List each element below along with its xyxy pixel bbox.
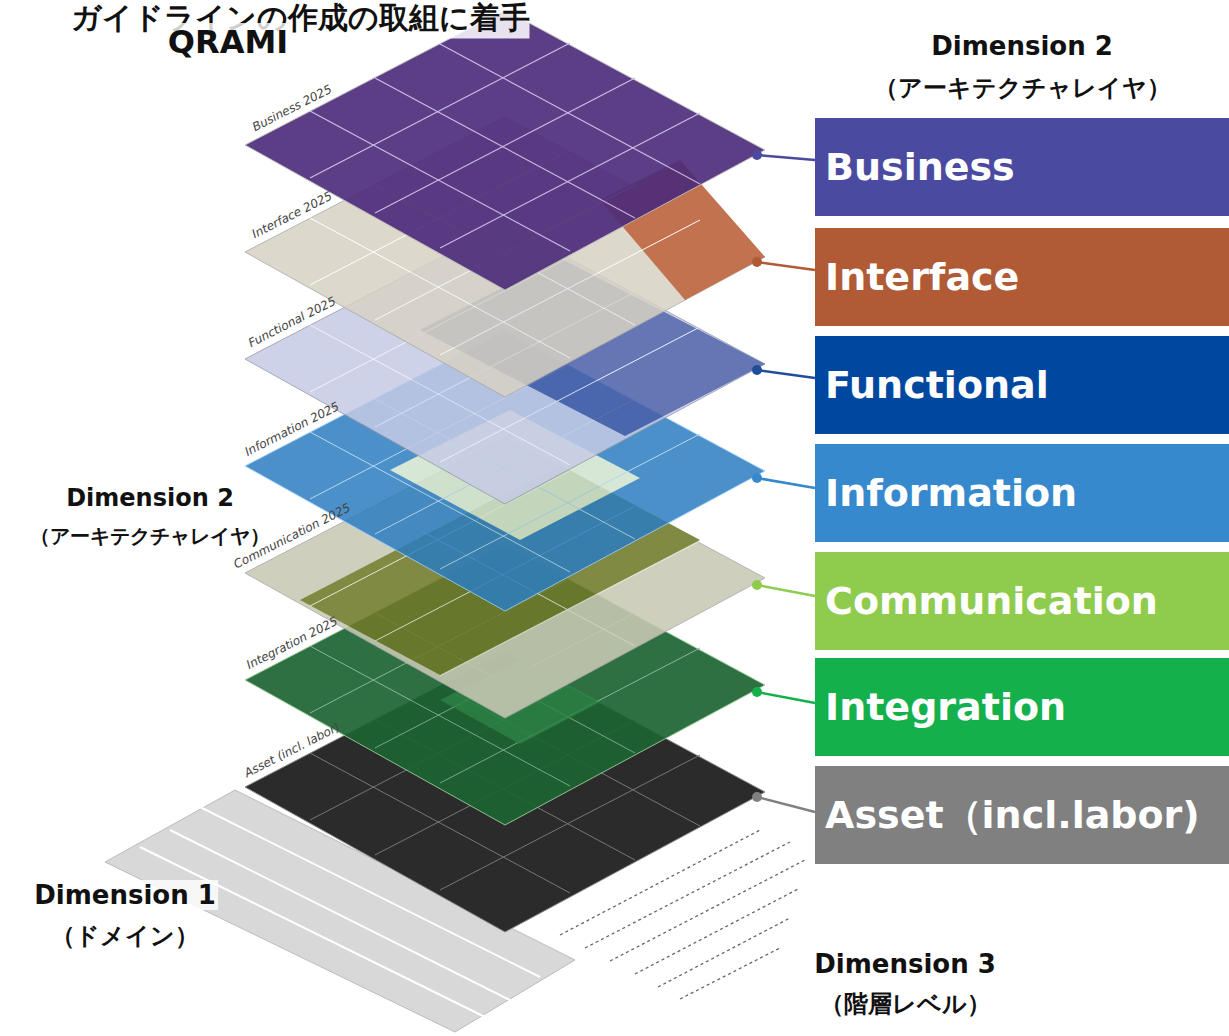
- dimension-subheading: （アーキテクチャレイヤ）: [872, 72, 1173, 104]
- layer-name: Communication: [825, 579, 1158, 623]
- subtitle: QRAMI: [166, 23, 290, 61]
- page-title: ガイドラインの作成の取組に着手: [71, 0, 530, 39]
- leader-lines: [752, 150, 815, 812]
- layer-name: Information: [825, 471, 1077, 515]
- layer-name: Interface: [825, 255, 1019, 299]
- layer-box: Information: [815, 444, 1229, 542]
- layer-box: Communication: [815, 552, 1229, 650]
- layer-name: Business: [825, 145, 1015, 189]
- layer-box: Asset（incl.labor): [815, 766, 1229, 864]
- layer-name: Asset（incl.labor): [825, 790, 1200, 841]
- dimension-subheading: （ドメイン）: [49, 920, 201, 952]
- layer-box: Business: [815, 118, 1229, 216]
- layer-name: Integration: [825, 685, 1066, 729]
- dimension-heading: Dimension 1: [32, 880, 218, 910]
- business-plane: [245, 10, 765, 290]
- layer-box: Functional: [815, 336, 1229, 434]
- dimension-subheading: （アーキテクチャレイヤ）: [28, 523, 272, 550]
- layer-name: Functional: [825, 363, 1049, 407]
- layer-box: Integration: [815, 658, 1229, 756]
- layer-box: Interface: [815, 228, 1229, 326]
- dimension-heading: Dimension 3: [812, 949, 998, 979]
- dimension-heading: Dimension 2: [64, 484, 236, 512]
- dimension-subheading: （階層レベル）: [818, 988, 993, 1020]
- dimension-heading: Dimension 2: [929, 31, 1115, 61]
